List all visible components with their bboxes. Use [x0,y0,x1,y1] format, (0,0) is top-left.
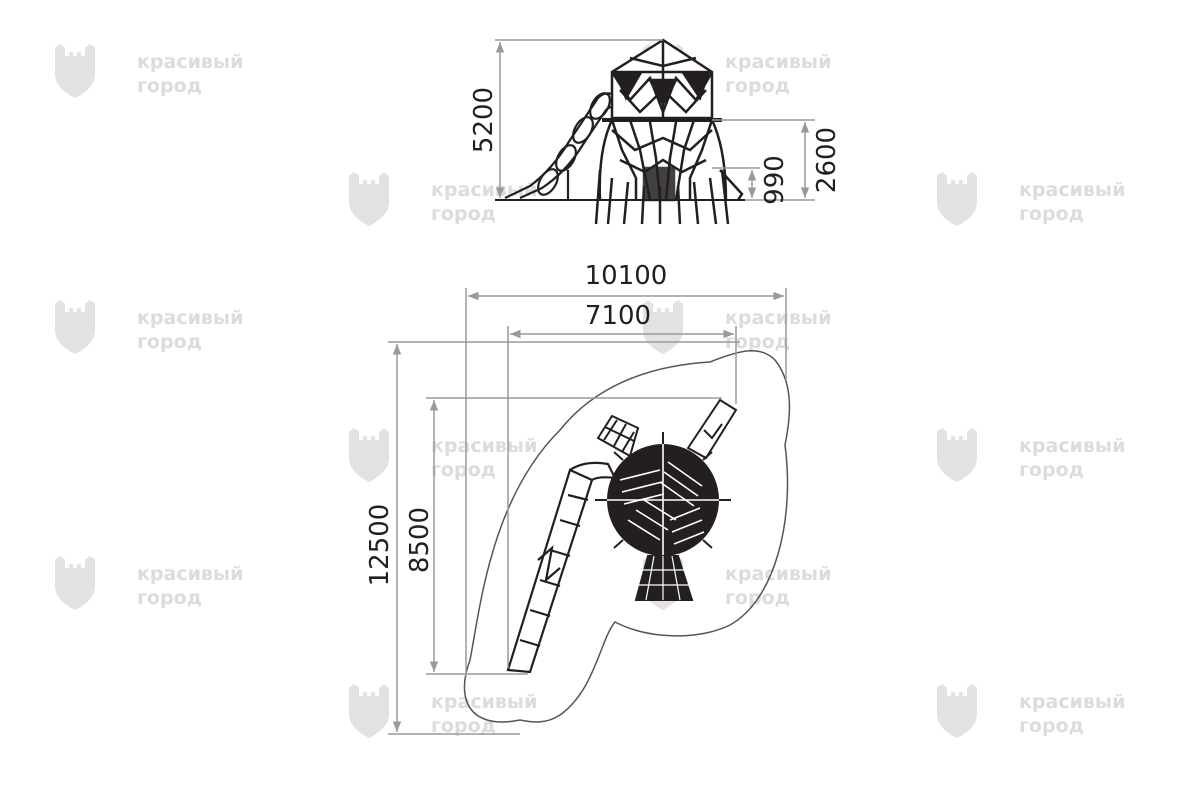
watermark-6: красивый город [643,300,831,354]
side-view: 5200 2600 990 [469,38,842,225]
watermark-line2: город [137,587,202,609]
castle-shield-icon [937,684,977,738]
watermark-line2: город [725,587,790,609]
watermark-line2: город [431,459,496,481]
castle-shield-icon [937,172,977,226]
watermark-8: красивый город [937,428,1125,482]
safety-zone-outline [463,349,791,723]
castle-shield-icon [349,428,389,482]
dim-total-height [495,39,663,198]
castle-shield-icon [55,44,95,98]
castle-shield-icon [937,428,977,482]
plan-net-fan [634,555,694,601]
watermark-line1: красивый [725,307,831,329]
dim-label-overall-length: 12500 [365,504,395,587]
watermark-line1: красивый [725,51,831,73]
watermark-12: красивый город [937,684,1125,738]
watermark-2: красивый город [643,44,831,98]
watermark-line2: город [137,75,202,97]
plan-net-ladder [596,414,640,458]
watermark-line1: красивый [1019,435,1125,457]
watermark-4: красивый город [937,172,1125,226]
watermark-9: красивый город [55,556,243,610]
side-tower [594,38,744,225]
watermark-line1: красивый [431,435,537,457]
plan-tower [595,432,731,556]
dim-label-total-height: 5200 [469,87,499,153]
castle-shield-icon [349,172,389,226]
watermark-line1: красивый [137,563,243,585]
watermark-line1: красивый [431,691,537,713]
watermark-line1: красивый [137,51,243,73]
watermark-line1: красивый [1019,691,1125,713]
watermark-line1: красивый [137,307,243,329]
dim-label-platform-height: 2600 [812,127,842,193]
watermark-line2: город [1019,203,1084,225]
watermark-11: красивый город [349,684,537,738]
dim-equipment-width [507,326,737,668]
castle-shield-icon [55,300,95,354]
dim-label-equipment-width: 7100 [585,301,651,331]
watermark-5: красивый город [55,300,243,354]
watermark-line2: город [1019,459,1084,481]
watermark-line2: город [725,331,790,353]
watermark-line2: город [725,75,790,97]
dim-label-equipment-length: 8500 [405,507,435,573]
dim-label-lower-height: 990 [760,155,790,205]
dim-lower-height [712,167,760,198]
watermark-line2: город [1019,715,1084,737]
watermark-line1: красивый [725,563,831,585]
watermark-line2: город [137,331,202,353]
watermark-1: красивый город [55,44,243,98]
dim-overall-width [465,288,787,676]
plan-slide [506,461,617,674]
castle-shield-icon [55,556,95,610]
dim-label-overall-width: 10100 [585,261,668,291]
dim-platform-height [712,119,815,201]
plan-entry-ramp [686,398,738,460]
watermark-line2: город [431,203,496,225]
watermark-10: красивый город [643,556,831,610]
dim-overall-length [388,341,740,735]
castle-shield-icon [349,684,389,738]
dim-equipment-length [426,397,722,675]
watermark-7: красивый город [349,428,537,482]
watermark-line1: красивый [1019,179,1125,201]
watermark-line2: город [431,715,496,737]
plan-view: 10100 7100 12500 8500 [365,261,791,735]
